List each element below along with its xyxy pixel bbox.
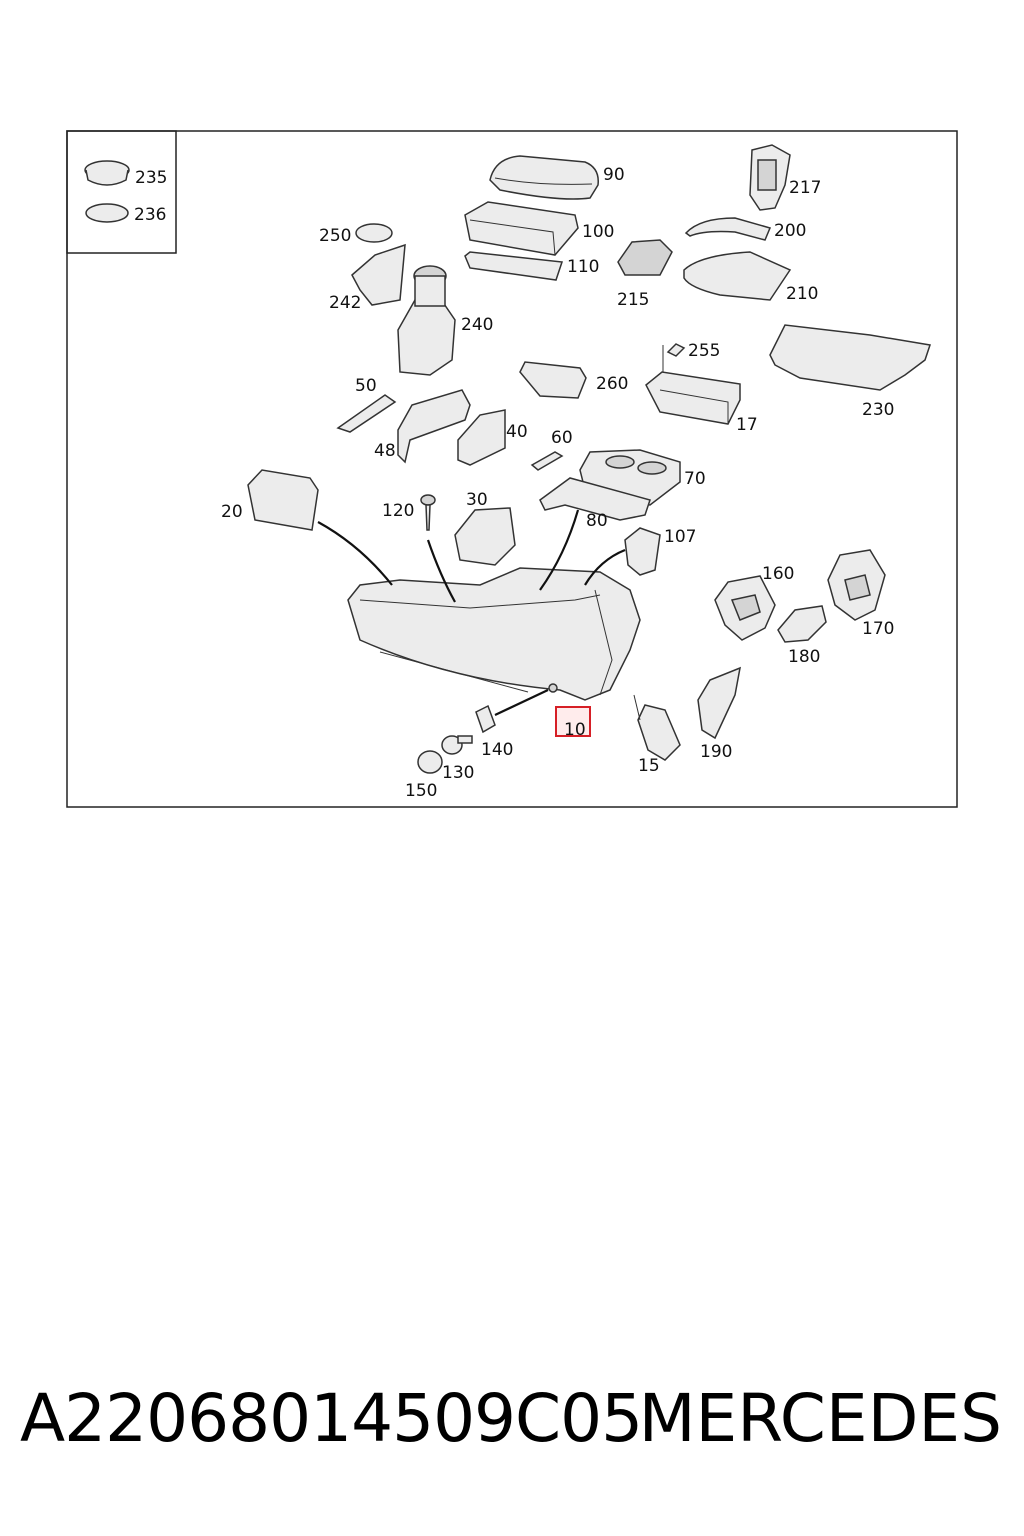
callout-20[interactable]: 20 — [221, 502, 243, 522]
callout-30[interactable]: 30 — [466, 490, 488, 510]
callout-250[interactable]: 250 — [319, 226, 351, 246]
part-150-cap[interactable] — [417, 750, 443, 774]
part-small-nut[interactable] — [548, 683, 558, 693]
diagram-frame — [66, 130, 958, 808]
leader-107-to-10 — [584, 548, 626, 586]
part-215-switch[interactable] — [617, 239, 673, 276]
part-217-latch[interactable] — [749, 144, 791, 211]
part-30-bracket[interactable] — [454, 507, 516, 566]
part-140-clip[interactable] — [475, 704, 496, 734]
part-120-screw[interactable] — [420, 494, 436, 531]
callout-17[interactable]: 17 — [736, 415, 758, 435]
callout-15[interactable]: 15 — [638, 756, 660, 776]
callout-230[interactable]: 230 — [862, 400, 894, 420]
part-180-vent-housing[interactable] — [777, 605, 827, 643]
part-170-vent[interactable] — [827, 549, 886, 621]
inset-legend-box — [66, 130, 177, 254]
callout-90[interactable]: 90 — [603, 165, 625, 185]
callout-200[interactable]: 200 — [774, 221, 806, 241]
part-242-bezel[interactable] — [351, 243, 406, 306]
callout-210[interactable]: 210 — [786, 284, 818, 304]
leader-nut-to-10 — [379, 651, 529, 693]
part-240-shifter[interactable] — [397, 265, 456, 376]
callout-110[interactable]: 110 — [567, 257, 599, 277]
brand-name: MERCEDES — [638, 1380, 1002, 1457]
callout-60[interactable]: 60 — [551, 428, 573, 448]
part-190-cover[interactable] — [697, 666, 741, 740]
callout-150[interactable]: 150 — [405, 781, 437, 801]
part-110-gasket[interactable] — [464, 251, 564, 281]
leader-20-to-10 — [317, 521, 393, 586]
callout-170[interactable]: 170 — [862, 619, 894, 639]
leader-80-to-10 — [539, 509, 580, 591]
part-40-tray[interactable] — [457, 409, 506, 466]
callout-215[interactable]: 215 — [617, 290, 649, 310]
highlight-box-part-10 — [555, 706, 591, 737]
part-100-storage-box[interactable] — [464, 201, 579, 256]
callout-140[interactable]: 140 — [481, 740, 513, 760]
part-230-bracket[interactable] — [769, 324, 931, 391]
part-107-bracket[interactable] — [624, 527, 661, 576]
callout-10[interactable]: 10 — [564, 720, 586, 740]
part-250-cap[interactable] — [355, 223, 393, 243]
callout-180[interactable]: 180 — [788, 647, 820, 667]
callout-50[interactable]: 50 — [355, 376, 377, 396]
part-200-trim-strip[interactable] — [684, 217, 772, 241]
callout-217[interactable]: 217 — [789, 178, 821, 198]
part-48-panel[interactable] — [397, 389, 471, 464]
callout-260[interactable]: 260 — [596, 374, 628, 394]
leader-120-to-10 — [426, 539, 456, 603]
callout-190[interactable]: 190 — [700, 742, 732, 762]
callout-40[interactable]: 40 — [506, 422, 528, 442]
callout-235[interactable]: 235 — [135, 168, 167, 188]
callout-160[interactable]: 160 — [762, 564, 794, 584]
part-130-bolt[interactable] — [441, 735, 473, 755]
part-15-mechanism[interactable] — [633, 694, 681, 761]
part-50-strip[interactable] — [336, 394, 397, 433]
part-60-clip[interactable] — [530, 451, 564, 471]
callout-120[interactable]: 120 — [382, 501, 414, 521]
callout-80[interactable]: 80 — [586, 511, 608, 531]
part-260-tray[interactable] — [519, 361, 587, 399]
callout-48[interactable]: 48 — [374, 441, 396, 461]
callout-100[interactable]: 100 — [582, 222, 614, 242]
callout-130[interactable]: 130 — [442, 763, 474, 783]
part-number: A22068014509C05 — [20, 1380, 643, 1457]
footer: A22068014509C05 MERCEDES — [0, 1380, 1024, 1470]
part-20-bin[interactable] — [247, 469, 319, 531]
callout-242[interactable]: 242 — [329, 293, 361, 313]
callout-107[interactable]: 107 — [664, 527, 696, 547]
part-10-center-console[interactable] — [347, 567, 641, 701]
part-160-vent[interactable] — [714, 575, 776, 641]
part-90-armrest-lid[interactable] — [489, 155, 599, 200]
part-17-housing[interactable] — [645, 371, 741, 425]
callout-236[interactable]: 236 — [134, 205, 166, 225]
callout-240[interactable]: 240 — [461, 315, 493, 335]
callout-70[interactable]: 70 — [684, 469, 706, 489]
leader-140-to-nut — [494, 689, 549, 716]
part-235-cap[interactable] — [84, 160, 130, 186]
part-236-disc[interactable] — [85, 203, 129, 223]
part-210-cover[interactable] — [683, 251, 792, 301]
part-80-frame[interactable] — [539, 477, 651, 521]
callout-255[interactable]: 255 — [688, 341, 720, 361]
